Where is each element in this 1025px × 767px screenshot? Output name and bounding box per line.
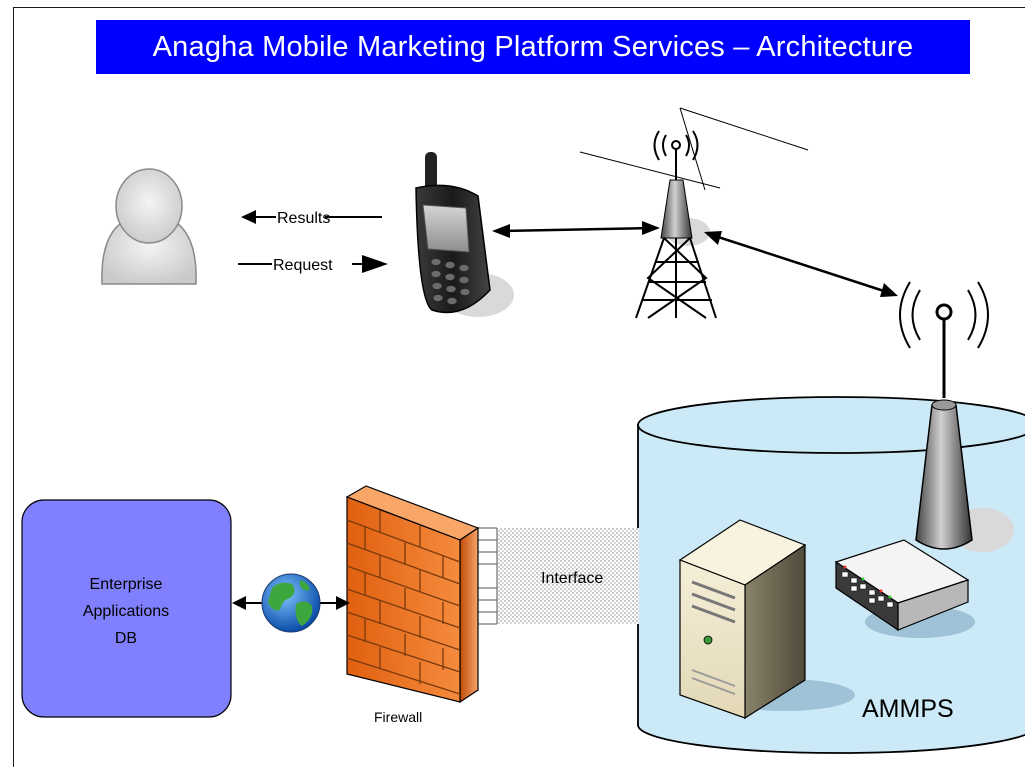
enterprise-label-line1: Enterprise: [90, 576, 163, 593]
results-arrow: [241, 210, 382, 224]
diagram-frame: [13, 7, 1025, 767]
server-icon: [678, 519, 855, 720]
page-title: Anagha Mobile Marketing Platform Service…: [96, 20, 970, 74]
results-label: Results: [277, 210, 330, 227]
ammps-label: AMMPS: [862, 695, 954, 723]
antenna-icon: [899, 281, 1014, 552]
phone-tower-link: [492, 221, 660, 238]
request-arrow: [238, 255, 388, 273]
mobile-phone-icon: [415, 152, 514, 317]
enterprise-label-line3: DB: [115, 630, 137, 647]
enterprise-applications-db-box: [21, 499, 232, 718]
cell-tower-icon: [579, 107, 809, 319]
request-label: Request: [273, 257, 333, 274]
globe-link: [232, 596, 350, 610]
enterprise-label-line2: Applications: [83, 603, 169, 620]
interface-label: Interface: [541, 570, 603, 587]
interface-connector: [478, 527, 639, 625]
firewall-icon: [345, 485, 480, 704]
user-icon: [101, 168, 197, 285]
firewall-label: Firewall: [374, 709, 422, 725]
network-switch-icon: [834, 539, 975, 638]
tower-antenna-link: [704, 231, 898, 297]
globe-icon: [261, 573, 321, 633]
